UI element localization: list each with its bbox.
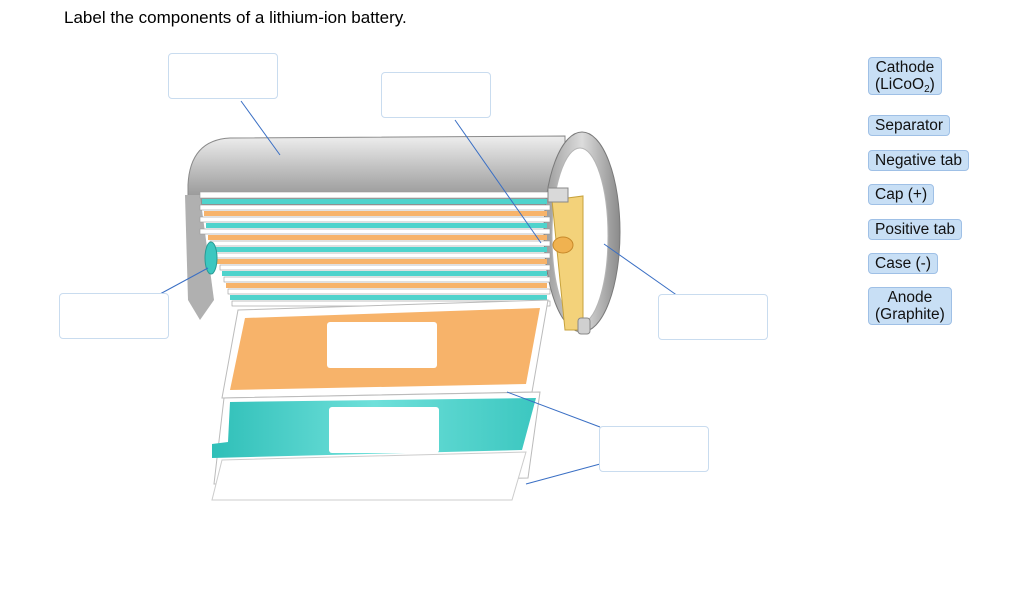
label-chip-anode[interactable]: Anode (Graphite)	[868, 287, 952, 325]
drop-zone-top-center[interactable]	[381, 72, 491, 118]
label-chip-positive-tab[interactable]: Positive tab	[868, 219, 963, 240]
anode-sheet	[211, 391, 541, 501]
drop-zone-right[interactable]	[658, 294, 768, 340]
label-chip-negative-tab[interactable]: Negative tab	[868, 150, 970, 171]
cap-assembly	[547, 187, 591, 335]
label-chip-cathode[interactable]: Cathode (LiCoO2)	[868, 57, 942, 95]
drop-zone-cathode-sheet[interactable]	[327, 322, 437, 368]
label-chip-case[interactable]: Case (-)	[868, 253, 938, 274]
negative-terminal	[204, 241, 218, 275]
question-text: Label the components of a lithium-ion ba…	[64, 8, 407, 27]
battery-case	[185, 135, 566, 320]
label-chip-separator[interactable]: Separator	[868, 115, 951, 136]
drop-zone-anode-sheet[interactable]	[329, 407, 439, 453]
drop-zone-bottom-right[interactable]	[599, 426, 709, 472]
label-chip-cap[interactable]: Cap (+)	[868, 184, 935, 205]
drop-zone-top-left[interactable]	[168, 53, 278, 99]
electrode-stack	[199, 191, 551, 307]
drop-zone-left[interactable]	[59, 293, 169, 339]
leader-lines	[159, 100, 679, 485]
